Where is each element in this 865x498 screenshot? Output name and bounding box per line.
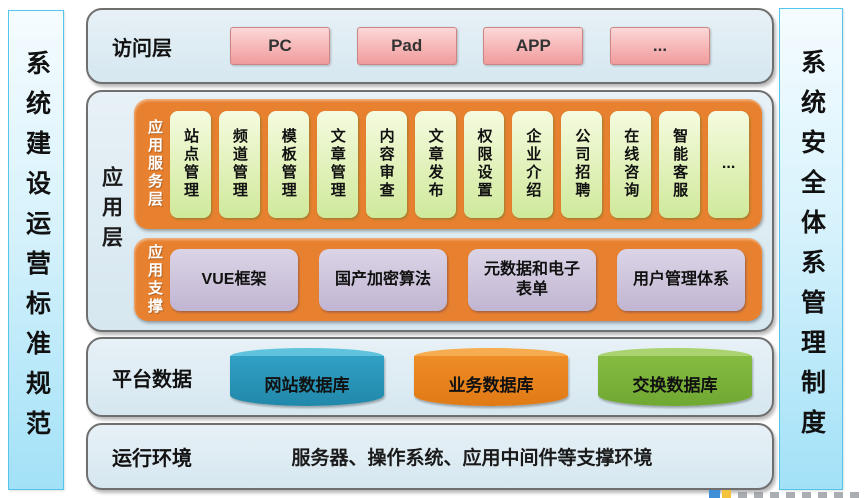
- access-item-app: APP: [483, 27, 584, 65]
- left-pillar-label: 系统建设运营标准规范: [22, 50, 51, 450]
- service-card-online-consult: 在线咨询: [610, 110, 652, 218]
- service-card-more: ...: [708, 110, 750, 218]
- app-service-layer: 应用服务层 站点管理 频道管理 模板管理 文章管理 内容审查 文章发布 权限设置…: [134, 99, 762, 230]
- service-card-recruiting: 公司招聘: [561, 110, 603, 218]
- access-layer-row: 访问层 PC Pad APP ...: [86, 8, 774, 84]
- runtime-env-row: 运行环境 服务器、操作系统、应用中间件等支撑环境: [86, 423, 774, 490]
- access-items: PC Pad APP ...: [230, 27, 710, 65]
- database-business: 业务数据库: [414, 348, 568, 406]
- service-card-label: 智能客服: [671, 128, 689, 201]
- service-card-label: 文章发布: [426, 128, 444, 201]
- service-card-label: 内容审查: [377, 128, 395, 201]
- service-card-site-mgmt: 站点管理: [170, 110, 211, 218]
- application-layer-label-wrap: 应用层: [88, 92, 134, 330]
- cylinder-label: 交换数据库: [598, 356, 752, 406]
- runtime-env-text: 服务器、操作系统、应用中间件等支撑环境: [291, 448, 653, 469]
- access-item-pad: Pad: [356, 27, 457, 65]
- service-card-label: 企业介绍: [524, 128, 542, 201]
- access-item-more: ...: [609, 27, 710, 65]
- watermark-square-yellow: [722, 490, 731, 498]
- cylinder-label: 业务数据库: [414, 356, 568, 406]
- watermark-text-fragment: [738, 492, 860, 498]
- service-card-label: ...: [721, 155, 736, 173]
- app-support-layer-label: 应用支撑: [146, 243, 163, 316]
- support-card-vue: VUE框架: [170, 248, 298, 311]
- platform-data-label: 平台数据: [112, 368, 192, 391]
- watermark-square-blue: [709, 490, 720, 498]
- access-item-pc: PC: [230, 27, 330, 65]
- access-layer-label: 访问层: [112, 37, 172, 60]
- platform-data-row: 平台数据 网站数据库 业务数据库 交换数据库: [86, 337, 774, 417]
- cylinder-label: 网站数据库: [230, 356, 384, 406]
- service-card-label: 在线咨询: [622, 128, 640, 201]
- service-card-template-mgmt: 模板管理: [267, 110, 309, 218]
- runtime-env-label: 运行环境: [112, 448, 192, 470]
- service-card-label: 站点管理: [181, 128, 199, 201]
- service-card-article-mgmt: 文章管理: [316, 110, 358, 218]
- support-card-crypto: 国产加密算法: [319, 248, 447, 311]
- service-card-company-intro: 企业介绍: [512, 110, 554, 218]
- service-card-smart-service: 智能客服: [659, 110, 701, 218]
- service-card-label: 频道管理: [230, 128, 248, 201]
- application-layer-boxes: 应用服务层 站点管理 频道管理 模板管理 文章管理 内容审查 文章发布 权限设置…: [134, 92, 772, 330]
- service-card-label: 权限设置: [475, 128, 493, 201]
- application-layer-label: 应用层: [99, 166, 123, 256]
- database-exchange: 交换数据库: [598, 348, 752, 406]
- service-card-label: 公司招聘: [573, 128, 591, 201]
- support-card-metadata-forms: 元数据和电子 表单: [468, 248, 596, 311]
- service-card-content-review: 内容审查: [365, 110, 407, 218]
- database-cylinders: 网站数据库 业务数据库 交换数据库: [230, 348, 752, 406]
- service-card-label: 文章管理: [328, 128, 346, 201]
- service-card-permission: 权限设置: [463, 110, 505, 218]
- app-service-cards: 站点管理 频道管理 模板管理 文章管理 内容审查 文章发布 权限设置 企业介绍 …: [170, 110, 762, 218]
- database-website: 网站数据库: [230, 348, 384, 406]
- service-card-label: 模板管理: [279, 128, 297, 201]
- app-support-layer: 应用支撑 VUE框架 国产加密算法 元数据和电子 表单 用户管理体系: [134, 238, 762, 321]
- application-layer-row: 应用层 应用服务层 站点管理 频道管理 模板管理 文章管理 内容审查 文章发布 …: [86, 90, 774, 332]
- service-card-article-publish: 文章发布: [414, 110, 456, 218]
- right-pillar-security: 系统安全体系管理制度: [779, 8, 843, 490]
- service-card-channel-mgmt: 频道管理: [218, 110, 260, 218]
- left-pillar-standards: 系统建设运营标准规范: [8, 10, 64, 490]
- app-service-layer-label: 应用服务层: [146, 119, 163, 210]
- right-pillar-label: 系统安全体系管理制度: [797, 49, 826, 449]
- support-card-user-mgmt: 用户管理体系: [617, 248, 745, 311]
- app-support-cards: VUE框架 国产加密算法 元数据和电子 表单 用户管理体系: [170, 248, 762, 311]
